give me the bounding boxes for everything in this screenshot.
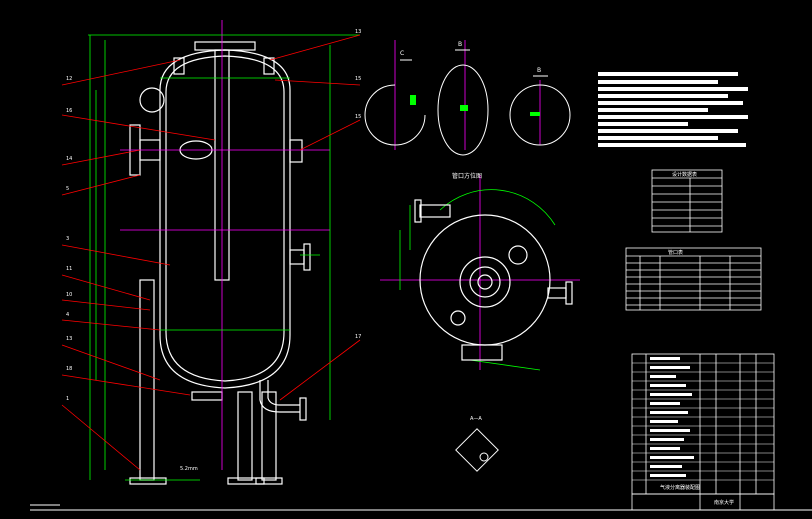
svg-text:11: 11 bbox=[66, 266, 72, 272]
svg-text:10: 10 bbox=[66, 292, 72, 298]
centerlines bbox=[120, 20, 580, 470]
design-data-title: 设计数据表 bbox=[672, 171, 697, 178]
svg-text:1: 1 bbox=[66, 396, 69, 402]
top-flange bbox=[194, 41, 256, 51]
section-details bbox=[364, 49, 571, 156]
sight-glass bbox=[139, 87, 165, 113]
parts-list-rows bbox=[632, 362, 774, 481]
design-data-table bbox=[651, 169, 723, 233]
plan-view bbox=[414, 199, 573, 361]
leader-lines bbox=[61, 34, 361, 471]
leader-tags: 12 16 14 5 3 11 10 4 13 18 1 13 15 15 17 bbox=[66, 29, 361, 402]
right-nozzle-2 bbox=[289, 249, 305, 265]
dim-bottom-label: 5.2mm bbox=[180, 466, 198, 472]
aa-label: A—A bbox=[470, 416, 482, 422]
nozzle-table-title: 管口表 bbox=[668, 249, 683, 256]
top-head-inner bbox=[165, 55, 285, 93]
svg-text:16: 16 bbox=[66, 108, 72, 114]
drawing-name: 气液分离器装配图 bbox=[660, 484, 700, 491]
svg-text:13: 13 bbox=[355, 29, 361, 35]
top-nozzle-right bbox=[263, 57, 275, 75]
leg-right bbox=[261, 391, 277, 481]
right-nozzle-1 bbox=[289, 139, 303, 163]
svg-text:13: 13 bbox=[66, 336, 72, 342]
svg-text:15: 15 bbox=[355, 114, 361, 120]
vessel-front-view bbox=[129, 41, 311, 485]
section-weld-marks bbox=[410, 95, 540, 116]
school-name: 南京大学 bbox=[714, 499, 734, 506]
drawing-border bbox=[30, 504, 812, 511]
svg-text:3: 3 bbox=[66, 236, 69, 242]
dimension-lines bbox=[88, 34, 556, 481]
svg-text:12: 12 bbox=[66, 76, 72, 82]
svg-text:17: 17 bbox=[355, 334, 361, 340]
svg-text:15: 15 bbox=[355, 76, 361, 82]
technical-notes bbox=[598, 72, 748, 147]
nozzle-table bbox=[625, 247, 762, 311]
title-block bbox=[631, 493, 775, 511]
right-nozzle-2-flange bbox=[303, 243, 311, 271]
bottom-outlet bbox=[259, 380, 300, 413]
leg-mid bbox=[237, 391, 253, 481]
aa-detail bbox=[455, 428, 499, 472]
bottom-drain bbox=[191, 391, 223, 401]
svg-text:18: 18 bbox=[66, 366, 72, 372]
top-nozzle-left bbox=[173, 57, 185, 75]
svg-text:5: 5 bbox=[66, 186, 69, 192]
section-b-label: B bbox=[458, 41, 462, 48]
vessel-inner-shell bbox=[165, 92, 285, 382]
parts-list-text-bars bbox=[650, 357, 694, 477]
plan-nozzle bbox=[508, 245, 528, 265]
detail-b bbox=[437, 64, 489, 156]
detail-c bbox=[364, 84, 426, 146]
svg-text:4: 4 bbox=[66, 312, 69, 318]
detail-a bbox=[509, 84, 571, 146]
section-a-label: B bbox=[537, 67, 541, 74]
vessel-shell bbox=[159, 90, 291, 389]
section-c-label: C bbox=[400, 50, 404, 57]
nozzle-orientation-title: 管口方位图 bbox=[452, 172, 482, 180]
svg-text:14: 14 bbox=[66, 156, 72, 162]
